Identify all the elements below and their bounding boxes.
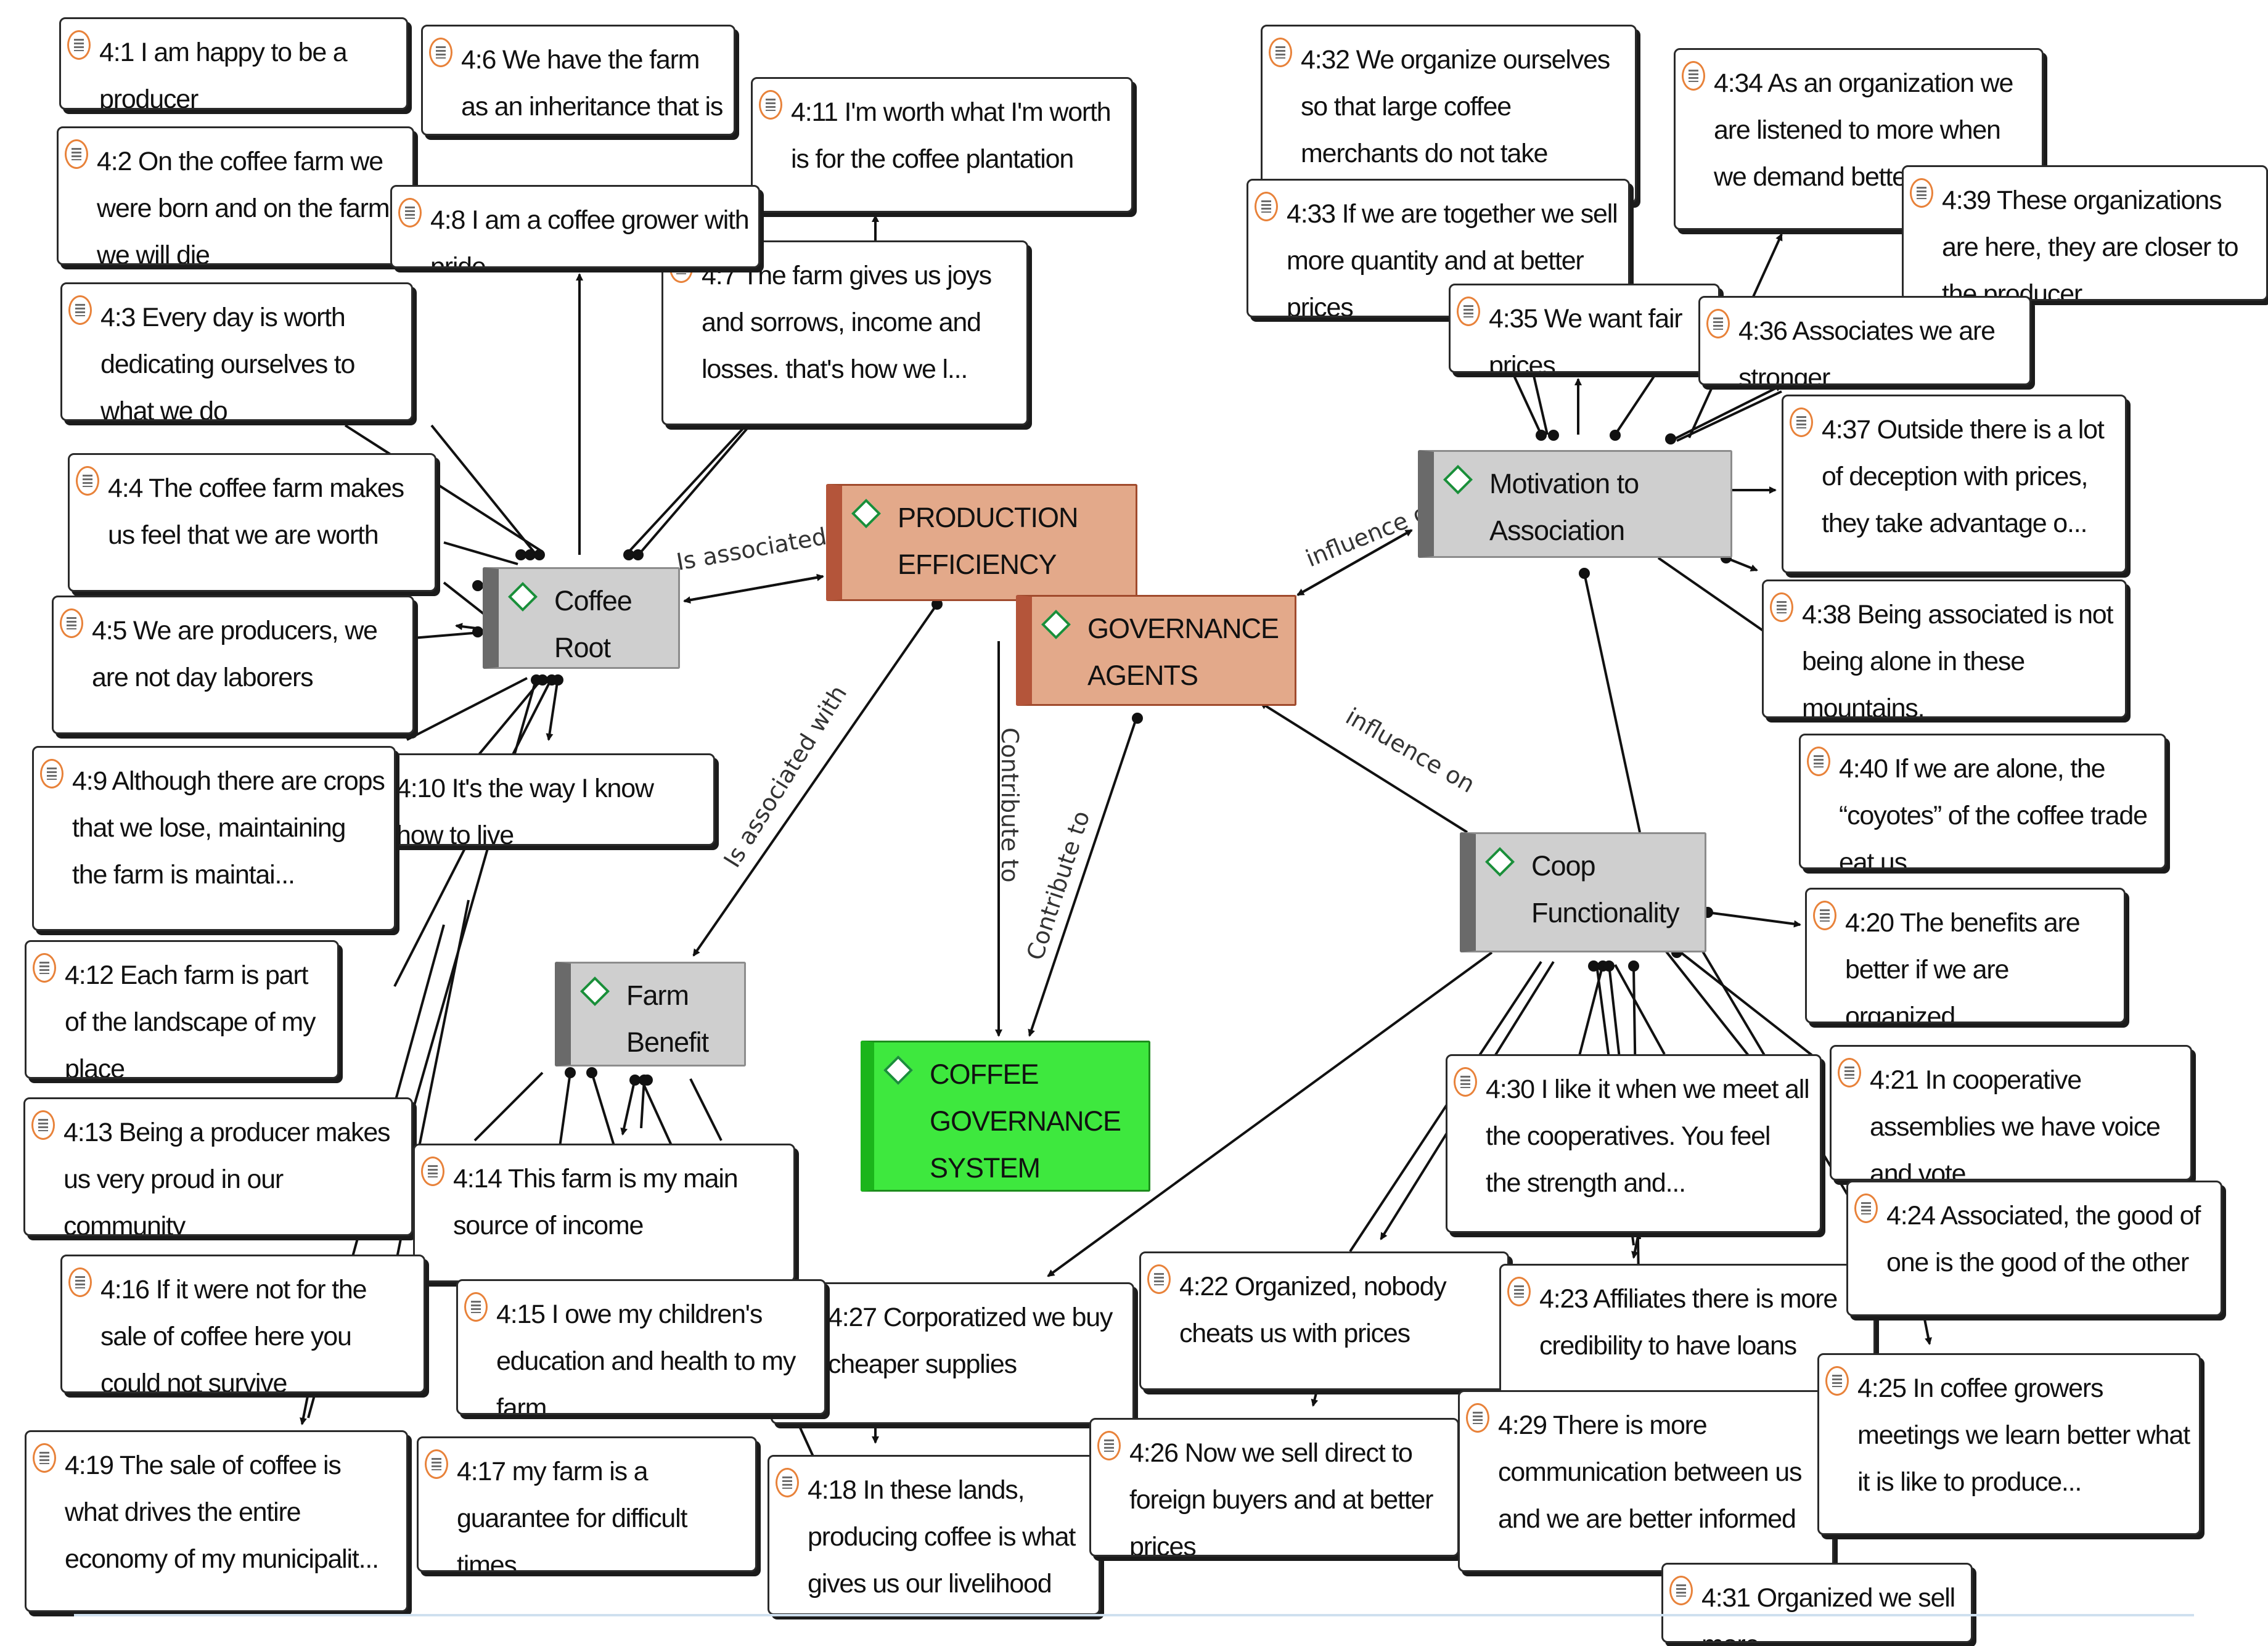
quote-4-29[interactable]: 4:29 There is more communication between… xyxy=(1458,1390,1834,1572)
quote-icon xyxy=(1097,1431,1121,1460)
quote-icon xyxy=(776,1468,799,1497)
quote-icon xyxy=(40,759,63,788)
code-diamond-icon xyxy=(579,976,610,1007)
quote-4-13[interactable]: 4:13 Being a producer makes us very prou… xyxy=(23,1097,413,1236)
quote-4-18[interactable]: 4:18 In these lands, producing coffee is… xyxy=(768,1455,1100,1615)
quote-4-26[interactable]: 4:26 Now we sell direct to foreign buyer… xyxy=(1089,1418,1459,1557)
quote-icon xyxy=(464,1292,488,1322)
quote-4-20[interactable]: 4:20 The benefits are better if we are o… xyxy=(1805,888,2126,1023)
quote-icon xyxy=(1466,1403,1489,1433)
relation-label-influence2: influence on xyxy=(1341,703,1480,798)
quote-4-27[interactable]: 4:27 Corporatized we buy cheaper supplie… xyxy=(771,1282,1134,1424)
quote-4-14[interactable]: 4:14 This farm is my main source of inco… xyxy=(413,1144,795,1282)
quote-icon xyxy=(425,1449,448,1479)
quote-icon xyxy=(1255,192,1278,221)
quote-icon xyxy=(398,198,422,227)
quote-4-6[interactable]: 4:6 We have the farm as an inheritance t… xyxy=(421,25,735,136)
quote-4-25[interactable]: 4:25 In coffee growers meetings we learn… xyxy=(1817,1353,2201,1535)
relation-label-assoc2: Is associated with xyxy=(718,681,852,872)
horizontal-scrollbar-track[interactable] xyxy=(74,1614,2194,1616)
quote-icon xyxy=(33,953,56,983)
quote-icon xyxy=(1910,178,1933,208)
quote-4-11[interactable]: 4:11 I'm worth what I'm worth is for the… xyxy=(751,77,1133,213)
quote-4-21[interactable]: 4:21 In cooperative assemblies we have v… xyxy=(1830,1045,2192,1181)
quote-icon xyxy=(76,466,99,496)
quote-4-23[interactable]: 4:23 Affiliates there is more credibilit… xyxy=(1499,1264,1875,1402)
quote-icon xyxy=(1790,407,1813,437)
quote-icon xyxy=(1838,1058,1861,1087)
quote-4-36[interactable]: 4:36 Associates we are stronger xyxy=(1698,296,2031,385)
quote-icon xyxy=(1147,1264,1171,1294)
quote-4-22[interactable]: 4:22 Organized, nobody cheats us with pr… xyxy=(1139,1251,1509,1390)
quote-4-38[interactable]: 4:38 Being associated is not being alone… xyxy=(1762,579,2127,718)
quote-icon xyxy=(1507,1277,1531,1306)
quote-4-37[interactable]: 4:37 Outside there is a lot of deception… xyxy=(1782,395,2127,573)
code-diamond-icon xyxy=(507,581,538,612)
quote-4-30[interactable]: 4:30 I like it when we meet all the coop… xyxy=(1446,1054,1822,1233)
quote-4-16[interactable]: 4:16 If it were not for the sale of coff… xyxy=(60,1255,425,1393)
relation-label-contrib1: Contribute to xyxy=(996,727,1023,883)
quote-icon xyxy=(1682,61,1705,91)
quote-icon xyxy=(759,90,782,120)
quote-4-5[interactable]: 4:5 We are producers, we are not day lab… xyxy=(52,596,414,734)
quote-4-7[interactable]: 4:7 The farm gives us joys and sorrows, … xyxy=(661,240,1028,425)
quote-4-24[interactable]: 4:24 Associated, the good of one is the … xyxy=(1846,1181,2222,1316)
quote-icon xyxy=(1807,747,1830,776)
quote-icon xyxy=(1854,1194,1878,1223)
quote-icon xyxy=(68,295,92,325)
code-diamond-icon xyxy=(1443,464,1473,495)
quote-4-40[interactable]: 4:40 If we are alone, the “coyotes” of t… xyxy=(1799,734,2166,869)
code-production-efficiency[interactable]: PRODUCTION EFFICIENCY xyxy=(826,484,1137,601)
quote-icon xyxy=(1454,1067,1477,1097)
code-motivation-to-association[interactable]: Motivation to Association xyxy=(1418,450,1732,558)
code-farm-benefit[interactable]: Farm Benefit xyxy=(555,962,746,1067)
quote-4-12[interactable]: 4:12 Each farm is part of the landscape … xyxy=(25,940,339,1079)
quote-4-4[interactable]: 4:4 The coffee farm makes us feel that w… xyxy=(68,453,436,592)
quote-icon xyxy=(429,38,452,67)
quote-icon xyxy=(1669,1576,1693,1605)
quote-icon xyxy=(33,1443,56,1473)
code-diamond-icon xyxy=(851,498,882,529)
quote-icon xyxy=(421,1157,444,1186)
quote-4-2[interactable]: 4:2 On the coffee farm we were born and … xyxy=(57,126,414,265)
quote-4-34[interactable]: 4:34 As an organization we are listened … xyxy=(1674,48,2044,230)
code-coffee-root[interactable]: Coffee Root xyxy=(483,567,680,669)
quote-icon xyxy=(68,1267,92,1297)
quote-4-3[interactable]: 4:3 Every day is worth dedicating oursel… xyxy=(60,282,413,421)
code-coop-functionality[interactable]: Coop Functionality xyxy=(1460,832,1706,952)
quote-icon xyxy=(1770,592,1793,622)
quote-4-8[interactable]: 4:8 I am a coffee grower with pride xyxy=(390,185,760,268)
quote-4-31[interactable]: 4:31 Organized we sell more xyxy=(1661,1563,1973,1643)
code-diamond-icon xyxy=(883,1055,914,1086)
quote-4-17[interactable]: 4:17 my farm is a guarantee for difficul… xyxy=(417,1436,757,1572)
quote-4-1[interactable]: 4:1 I am happy to be a producer xyxy=(59,17,408,110)
quote-icon xyxy=(1813,901,1836,930)
code-diamond-icon xyxy=(1484,846,1515,877)
code-governance-agents[interactable]: GOVERNANCE AGENTS xyxy=(1016,595,1296,706)
quote-icon xyxy=(65,139,88,169)
quote-icon xyxy=(1706,309,1730,338)
quote-icon xyxy=(1269,38,1292,67)
quote-icon xyxy=(31,1110,55,1140)
quote-4-32[interactable]: 4:32 We organize ourselves so that large… xyxy=(1261,25,1637,203)
quote-icon xyxy=(67,30,91,60)
quote-icon xyxy=(60,608,83,638)
code-diamond-icon xyxy=(1041,609,1071,640)
quote-4-15[interactable]: 4:15 I owe my children's education and h… xyxy=(456,1279,826,1415)
quote-4-9[interactable]: 4:9 Although there are crops that we los… xyxy=(32,746,396,931)
quote-4-35[interactable]: 4:35 We want fair prices xyxy=(1449,284,1720,373)
quote-4-19[interactable]: 4:19 The sale of coffee is what drives t… xyxy=(25,1430,408,1612)
quote-icon xyxy=(1825,1366,1849,1396)
quote-icon xyxy=(1457,297,1480,326)
relation-label-contrib2: Contribute to xyxy=(1021,808,1095,964)
quote-4-39[interactable]: 4:39 These organizations are here, they … xyxy=(1902,165,2268,301)
